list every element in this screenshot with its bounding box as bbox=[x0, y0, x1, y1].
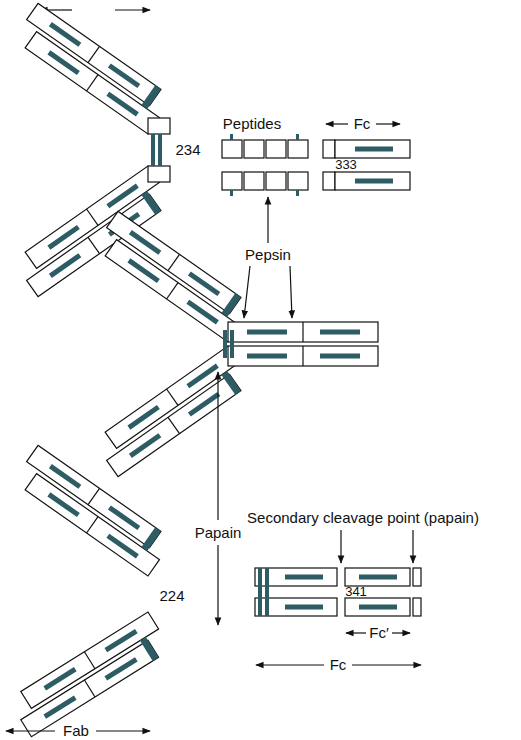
peptide bbox=[288, 172, 308, 190]
span-arrow bbox=[115, 9, 150, 10]
span-arrow bbox=[392, 632, 410, 633]
fab-arm bbox=[13, 3, 173, 134]
disulfide-bond bbox=[158, 134, 162, 166]
pepsin-fc bbox=[323, 124, 410, 190]
domain-bar bbox=[247, 354, 287, 359]
peptides bbox=[222, 134, 308, 196]
fragment-label: Peptides bbox=[223, 116, 281, 133]
fragment-label: Fab bbox=[63, 723, 89, 740]
domain-divider bbox=[302, 322, 303, 342]
span-arrow bbox=[6, 730, 55, 731]
span-arrow bbox=[96, 730, 150, 731]
domain-bar bbox=[359, 575, 397, 580]
span-arrow bbox=[326, 123, 348, 124]
peptide-tick bbox=[296, 134, 299, 140]
intact-igg bbox=[93, 211, 378, 476]
pointer-arrow bbox=[217, 372, 218, 520]
callout-number: 333 bbox=[335, 158, 357, 172]
disulfide-bond bbox=[230, 330, 234, 358]
domain-bar bbox=[320, 354, 360, 359]
fc-strip bbox=[323, 140, 335, 158]
fc-strip bbox=[345, 598, 410, 616]
domain-bar bbox=[355, 179, 393, 184]
disulfide-bond bbox=[223, 330, 227, 358]
fc-strip bbox=[335, 172, 410, 190]
pointer-arrow bbox=[290, 266, 292, 318]
fc-strip bbox=[228, 346, 378, 366]
domain-bar bbox=[285, 575, 323, 580]
span-arrow bbox=[352, 664, 421, 665]
pointer-arrow bbox=[217, 545, 218, 625]
pointer-arrow bbox=[267, 197, 268, 243]
peptide-tick bbox=[296, 190, 299, 196]
enzyme-label: Pepsin bbox=[245, 247, 291, 264]
span-arrow bbox=[346, 632, 366, 633]
peptide-tick bbox=[230, 190, 233, 196]
papain-fc bbox=[255, 568, 421, 665]
cleavage-label: Secondary cleavage point (papain) bbox=[247, 510, 479, 527]
fragment-label: Fc bbox=[330, 657, 347, 674]
peptide bbox=[288, 140, 308, 158]
fragment-label: Fc′ bbox=[369, 625, 388, 642]
hinge-box bbox=[148, 118, 170, 134]
disulfide-bond bbox=[258, 568, 262, 616]
domain-bar bbox=[359, 605, 397, 610]
callout-number: 224 bbox=[159, 588, 184, 605]
fc-strip bbox=[413, 598, 421, 616]
fragment-label: Fc bbox=[354, 116, 371, 133]
span-arrows bbox=[40, 10, 150, 11]
fc-strip bbox=[335, 140, 410, 158]
domain-bar bbox=[247, 330, 287, 335]
peptide bbox=[266, 172, 286, 190]
callout-number: 234 bbox=[175, 142, 200, 159]
pointer-arrow bbox=[412, 530, 413, 563]
peptide bbox=[266, 140, 286, 158]
disulfide-bond bbox=[151, 134, 155, 166]
domain-bar bbox=[355, 147, 393, 152]
domain-bar bbox=[285, 605, 323, 610]
fc-strip bbox=[345, 568, 410, 586]
pointer-arrow bbox=[244, 266, 250, 318]
enzyme-label: Papain bbox=[195, 525, 242, 542]
peptide bbox=[222, 140, 242, 158]
domain-divider bbox=[302, 346, 303, 366]
hinge-box bbox=[148, 166, 170, 182]
peptide-tick bbox=[230, 134, 233, 140]
pointer-arrow bbox=[340, 530, 341, 563]
papain-fab bbox=[6, 445, 173, 736]
span-arrow bbox=[376, 123, 400, 124]
domain-bar bbox=[320, 330, 360, 335]
cleavage-arrows bbox=[218, 197, 413, 625]
span-arrow bbox=[256, 664, 324, 665]
peptide bbox=[244, 140, 264, 158]
fc-strip bbox=[413, 568, 421, 586]
peptide bbox=[244, 172, 264, 190]
callout-number: 341 bbox=[345, 585, 367, 599]
fab-arm bbox=[13, 445, 173, 576]
fc-strip bbox=[228, 322, 378, 342]
fab-arm bbox=[8, 612, 171, 737]
fc-strip bbox=[323, 172, 335, 190]
peptide bbox=[222, 172, 242, 190]
disulfide-bond bbox=[265, 568, 269, 616]
